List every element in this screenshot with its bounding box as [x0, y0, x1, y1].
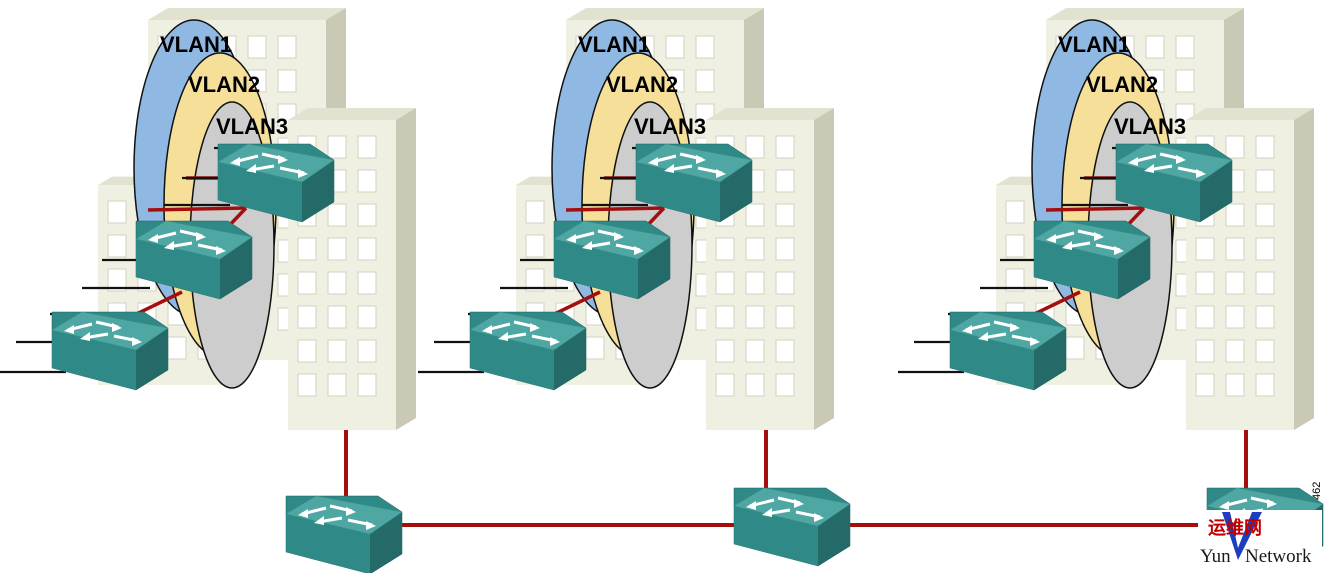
vlan-label: VLAN2: [606, 72, 678, 97]
office-building-icon: [288, 108, 416, 430]
vlan-label: VLAN3: [216, 114, 288, 139]
workgroup-switch-icon[interactable]: [50, 310, 170, 392]
workgroup-switch-icon[interactable]: [468, 310, 588, 392]
vlan-label: VLAN3: [1114, 114, 1186, 139]
watermark-yun: Yun: [1200, 546, 1231, 567]
figure-id: 462: [1311, 482, 1323, 500]
logo-icon: [1222, 512, 1262, 560]
watermark-chinese: 运维网: [1208, 517, 1262, 539]
vlan-label: VLAN3: [634, 114, 706, 139]
watermark-logo: 运维网 Yun Network: [1198, 510, 1322, 568]
vlan-label: VLAN2: [1086, 72, 1158, 97]
workgroup-switch-icon[interactable]: [948, 310, 1068, 392]
vlan-label: VLAN1: [1058, 32, 1130, 57]
vlan-label: VLAN2: [188, 72, 260, 97]
vlan-label: VLAN1: [160, 32, 232, 57]
watermark-network: Network: [1245, 546, 1312, 567]
backbone-switch-1[interactable]: [284, 494, 404, 573]
backbone-switches: [284, 486, 1325, 573]
backbone-switch-2[interactable]: [732, 486, 852, 568]
vlan-label: VLAN1: [578, 32, 650, 57]
